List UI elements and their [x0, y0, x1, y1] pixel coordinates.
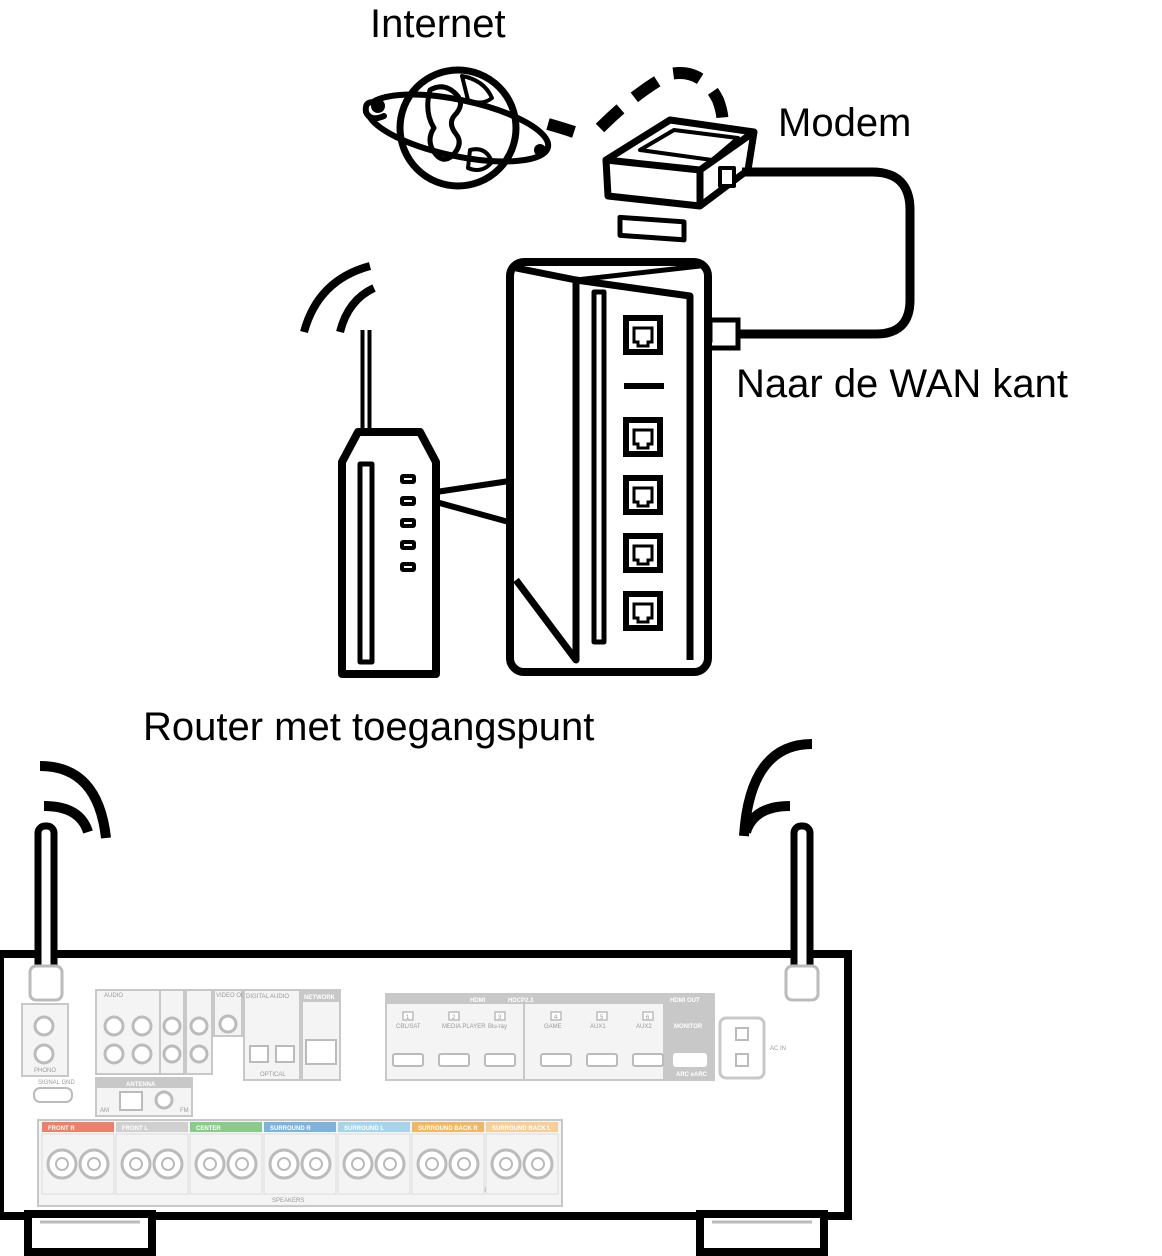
svg-text:AC IN: AC IN: [770, 1046, 786, 1052]
lan-port-icon: [623, 533, 663, 573]
receiver-antenna-left: [28, 822, 64, 1002]
speaker-group-label: CENTER: [196, 1126, 221, 1132]
hdmi-input-name: AUX1: [590, 1024, 606, 1030]
svg-text:SIGNAL GND: SIGNAL GND: [38, 1080, 75, 1086]
callout-lines: [435, 477, 517, 527]
modem-label: Modem: [778, 101, 911, 145]
hdmi-input-name: CBL/SAT: [396, 1024, 421, 1030]
hdmi-input-panel: HDMI HDCP2.3: [385, 993, 665, 1081]
router-label: Router met toegangspunt: [143, 705, 594, 749]
phono-input-panel: PHONO SIGNAL GND: [21, 1003, 75, 1103]
network-port-panel: NETWORK: [301, 989, 341, 1081]
hdmi-input-number: 3: [498, 1015, 502, 1021]
speaker-group: CENTER: [189, 1122, 263, 1195]
speaker-group-label: SURROUND L: [344, 1126, 384, 1132]
svg-text:ASSIGNABLE: ASSIGNABLE: [466, 1188, 504, 1194]
hdmi-input-number: 1: [406, 1015, 410, 1021]
hdmi-input-number: 6: [646, 1015, 650, 1021]
svg-text:HDMI OUT: HDMI OUT: [670, 998, 700, 1004]
lan-port-icon: [623, 417, 663, 457]
lan-port-icon: [623, 475, 663, 515]
wan-side-label: Naar de WAN kant: [736, 362, 1068, 406]
svg-text:VIDEO OUT: VIDEO OUT: [216, 993, 249, 999]
speaker-group-label: FRONT R: [48, 1126, 75, 1132]
receiver-wifi-left-icon: [39, 761, 111, 839]
receiver-antenna-right: [784, 822, 820, 1002]
svg-text:SPEAKERS: SPEAKERS: [272, 1198, 304, 1204]
svg-text:FM: FM: [180, 1108, 189, 1114]
svg-text:PHONO: PHONO: [34, 1068, 56, 1074]
speaker-group: SURROUND R: [263, 1122, 337, 1195]
internet-globe-icon: [362, 66, 552, 190]
hdmi-input-number: 5: [600, 1015, 604, 1021]
hdmi-input-number: 4: [554, 1015, 558, 1021]
svg-text:NETWORK: NETWORK: [304, 995, 336, 1001]
wan-port-icon: [623, 315, 663, 355]
speaker-group: FRONT R: [41, 1122, 115, 1195]
svg-text:ARC eARC: ARC eARC: [676, 1072, 708, 1078]
speaker-group: FRONT L: [115, 1122, 189, 1195]
svg-text:DIGITAL AUDIO: DIGITAL AUDIO: [246, 994, 289, 1000]
internet-label: Internet: [370, 2, 506, 46]
speaker-group-label: FRONT L: [122, 1126, 148, 1132]
svg-text:AUDIO: AUDIO: [104, 993, 123, 999]
internet-dashed-link: [546, 67, 729, 138]
svg-text:HDMI: HDMI: [470, 998, 486, 1004]
speaker-group-label: SURROUND BACK R: [418, 1126, 478, 1132]
modem-device: [602, 116, 758, 243]
router-back-panel: [506, 258, 712, 676]
hdmi-monitor-out-panel: HDMI OUT MONITOR ARC eARC: [665, 993, 715, 1081]
lan-port-icon: [623, 591, 663, 631]
svg-text:AM: AM: [100, 1108, 109, 1114]
speaker-group-label: SURROUND BACK L: [492, 1126, 551, 1132]
hdmi-input-number: 2: [452, 1015, 456, 1021]
antenna-terminal-panel: ANTENNA AM FM: [95, 1077, 193, 1117]
router-device: [338, 330, 440, 678]
hdmi-input-name: AUX2: [636, 1024, 652, 1030]
router-wifi-icon: [300, 262, 376, 334]
wan-cable: [736, 167, 915, 339]
hdmi-input-name: MEDIA PLAYER: [442, 1024, 486, 1030]
hdmi-input-name: Blu-ray: [488, 1024, 507, 1030]
speaker-group: SURROUND L: [337, 1122, 411, 1195]
speaker-group: SURROUND BACK L: [485, 1122, 559, 1195]
svg-text:ANTENNA: ANTENNA: [126, 1082, 156, 1088]
ac-in-socket: AC IN: [718, 1016, 786, 1080]
audio-input-panel: AUDIO VIDEO OUT: [95, 989, 249, 1075]
digital-audio-panel: DIGITAL AUDIO OPTICAL: [243, 989, 301, 1081]
svg-text:MONITOR: MONITOR: [674, 1024, 703, 1030]
speaker-group-label: SURROUND R: [270, 1126, 311, 1132]
svg-text:HDCP2.3: HDCP2.3: [508, 998, 534, 1004]
hdmi-input-name: GAME: [544, 1024, 562, 1030]
lan-ports: [623, 315, 663, 631]
receiver-wifi-right-icon: [739, 739, 813, 837]
speaker-group: SURROUND BACK R: [411, 1122, 485, 1195]
svg-text:OPTICAL: OPTICAL: [260, 1072, 286, 1078]
speaker-groups: FRONT R FRONT L CENTER SURROUND R SURROUND L…: [41, 1122, 559, 1195]
